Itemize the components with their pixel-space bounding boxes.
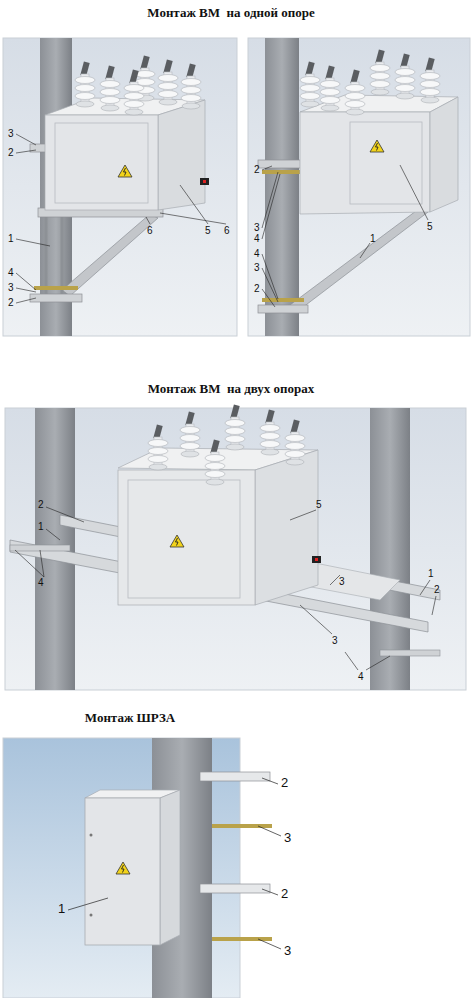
callout-number: 5: [427, 222, 433, 232]
callout-number: 6: [224, 226, 230, 236]
callout-number: 1: [8, 234, 14, 244]
callout-number: 4: [254, 234, 260, 244]
callout-number: 3: [284, 831, 291, 844]
callout-number: 3: [254, 263, 260, 273]
callout-number: 3: [284, 944, 291, 957]
callout-number: 2: [8, 298, 14, 308]
callout-number: 1: [370, 234, 376, 244]
callout-number: 4: [8, 268, 14, 278]
callout-number: 3: [254, 223, 260, 233]
callout-number: 5: [316, 500, 322, 510]
section-title: Монтаж ШРЗА: [85, 711, 175, 724]
callout-number: 2: [281, 887, 288, 900]
callout-number: 2: [434, 585, 440, 595]
callout-number: 2: [254, 165, 260, 175]
callout-number: 5: [205, 226, 211, 236]
callout-number: 2: [281, 776, 288, 789]
callout-number: 3: [8, 129, 14, 139]
callout-number: 2: [38, 500, 44, 510]
callout-number: 1: [38, 522, 44, 532]
callout-number: 2: [254, 284, 260, 294]
callout-number: 6: [147, 226, 153, 236]
callout-number: 3: [8, 283, 14, 293]
callout-number: 3: [332, 636, 338, 646]
callout-number: 2: [8, 148, 14, 158]
section-title: Монтаж ВМ на двух опорах: [148, 382, 315, 395]
section-title: Монтаж ВМ на одной опоре: [147, 6, 314, 19]
callout-number: 4: [38, 578, 44, 588]
callout-number: 4: [358, 672, 364, 682]
callout-number: 1: [428, 569, 434, 579]
callout-number: 3: [339, 577, 345, 587]
callout-number: 1: [58, 902, 65, 915]
callout-number: 4: [254, 249, 260, 259]
